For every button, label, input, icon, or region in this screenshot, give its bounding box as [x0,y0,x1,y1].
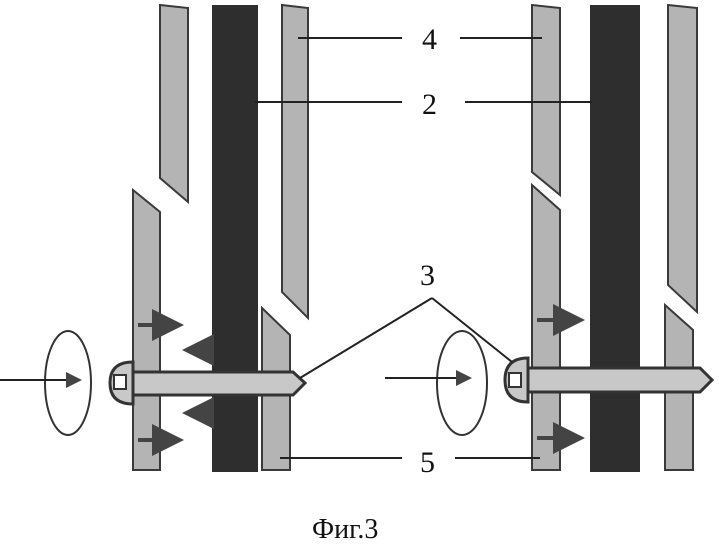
label-4: 4 [422,23,437,56]
label-2: 2 [422,88,437,121]
upper-inner-plate [160,5,188,202]
screw-slot [509,373,521,387]
screw-slot [114,375,126,389]
label-3: 3 [420,259,435,292]
left-assembly [0,5,308,472]
core-bar [212,5,258,472]
lower-inner-plate [532,185,560,470]
right-assembly [385,5,712,472]
rotation-ellipse [45,331,91,435]
core-bar [590,5,640,472]
lower-inner-plate [133,190,160,470]
figure-caption: Фиг.3 [312,514,378,545]
rotation-ellipse [437,331,487,435]
screw-shaft [525,368,712,392]
upper-inner-plate [532,5,560,195]
upper-outer-plate [282,5,308,318]
upper-outer-plate [668,5,697,312]
label-5: 5 [420,446,435,479]
screw-shaft [133,372,305,395]
